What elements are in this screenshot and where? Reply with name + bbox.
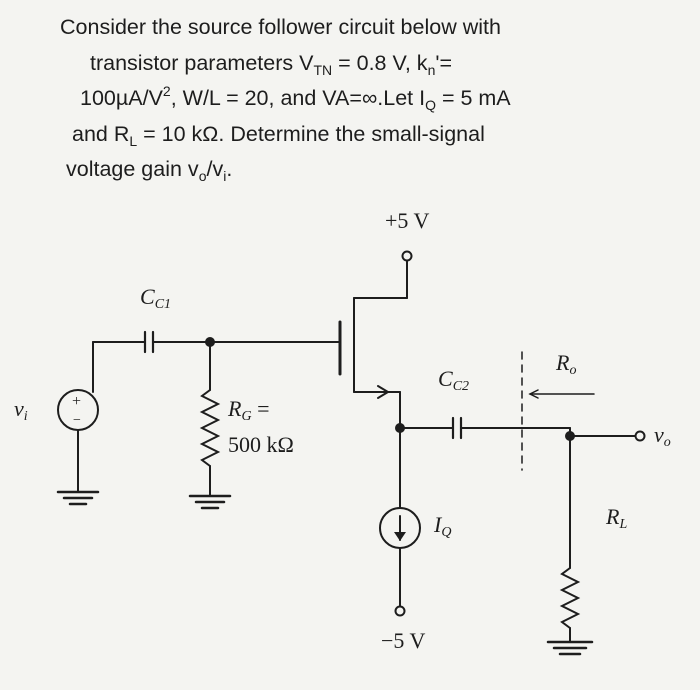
rg-value: 500 kΩ xyxy=(228,432,294,457)
nmos-transistor xyxy=(338,297,401,399)
iq-label: IQ xyxy=(433,512,451,540)
line2-b: = 0.8 V, k xyxy=(332,50,428,75)
rg-resistor xyxy=(199,389,221,467)
vss-label: −5 V xyxy=(381,628,426,653)
problem-line-5: voltage gain vo/vi. xyxy=(60,152,660,188)
cc2-label: CC2 xyxy=(438,366,469,394)
line3-c: = 5 mA xyxy=(435,86,511,110)
rg-label: RG = xyxy=(227,396,270,424)
source-minus-sign: − xyxy=(73,413,81,428)
ground-icon-3 xyxy=(546,640,594,656)
problem-statement: Consider the source follower circuit bel… xyxy=(60,10,660,188)
ground-icon-2 xyxy=(188,494,232,510)
source-plus-sign: + xyxy=(72,393,81,410)
line4-a: and R xyxy=(72,121,130,146)
rl-label: RL xyxy=(605,504,627,532)
cc2-capacitor xyxy=(451,416,463,440)
vdd-label: +5 V xyxy=(385,208,430,233)
line5-sub-i: i xyxy=(223,168,227,184)
rl-resistor xyxy=(559,567,581,629)
problem-line-1: Consider the source follower circuit bel… xyxy=(60,10,660,46)
vss-terminal xyxy=(394,605,406,617)
vi-label: vi xyxy=(14,396,28,424)
source-node-dot xyxy=(395,423,405,433)
line3-b: , W/L = 20, and VA=∞.Let I xyxy=(170,86,426,110)
line2-sub-tn: TN xyxy=(313,61,333,78)
line2-c: '= xyxy=(435,50,453,75)
cc1-label: CC1 xyxy=(140,284,171,312)
line1-text: Consider the source follower circuit bel… xyxy=(60,15,501,39)
cc1-capacitor xyxy=(92,330,163,354)
line3-sub-q: Q xyxy=(425,97,436,113)
problem-line-4: and RL = 10 kΩ. Determine the small-sign… xyxy=(60,117,660,153)
line2-a: transistor parameters V xyxy=(90,50,314,75)
vdd-terminal xyxy=(401,250,413,262)
line5-b: /v xyxy=(206,157,224,181)
line2-sub-n: n xyxy=(427,61,436,78)
line5-a: voltage gain v xyxy=(66,157,199,181)
ground-icon-1 xyxy=(56,490,100,506)
line5-sub-o: o xyxy=(198,168,207,184)
line3-a: 100µA/V xyxy=(80,86,163,110)
line3-sup: 2 xyxy=(162,83,171,99)
vo-label: vo xyxy=(654,422,671,450)
gate-node-dot xyxy=(205,337,215,347)
line5-c: . xyxy=(226,157,233,181)
problem-line-3: 100µA/V2, W/L = 20, and VA=∞.Let IQ = 5 … xyxy=(60,81,660,117)
line4-sub-l: L xyxy=(129,132,138,149)
line4-b: = 10 kΩ. Determine the small-signal xyxy=(137,121,485,146)
ro-label: Ro xyxy=(555,350,576,378)
vo-terminal xyxy=(634,430,646,442)
output-node-dot xyxy=(565,431,575,441)
problem-line-2: transistor parameters VTN = 0.8 V, kn'= xyxy=(60,46,660,82)
